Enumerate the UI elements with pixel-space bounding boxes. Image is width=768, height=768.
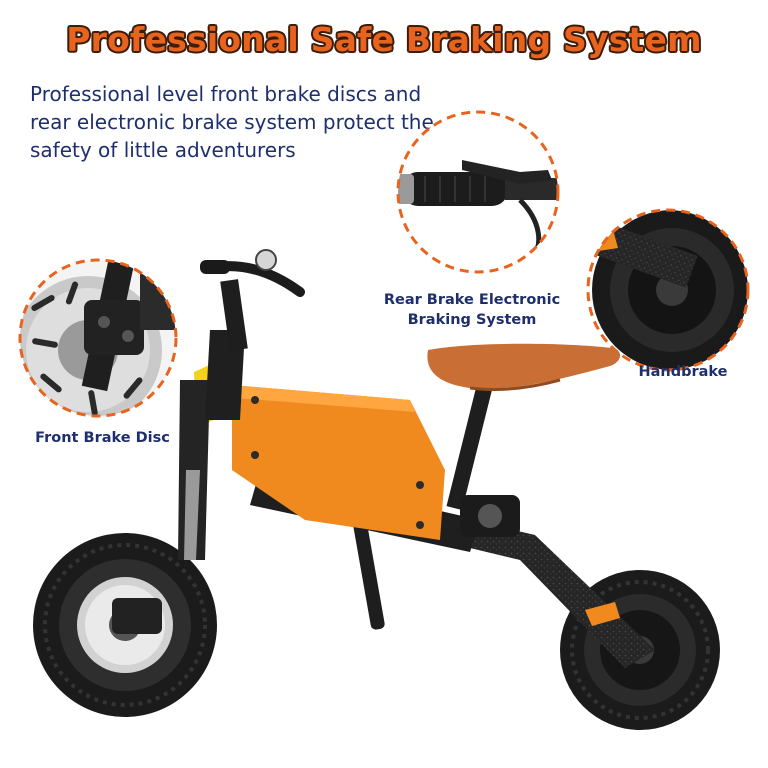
front-wheel [33, 533, 217, 717]
callout-handbrake: Handbrake [638, 364, 728, 380]
balance-bike [33, 249, 720, 730]
front-brake-disc-detail [18, 258, 178, 418]
rear-hub-motor-detail [586, 208, 750, 372]
intro-text: Professional level front brake discs and… [30, 82, 434, 162]
handlebar-grip-detail [396, 110, 560, 274]
callout-front-brake-disc: Front Brake Disc [35, 430, 170, 446]
headline: Professional Safe Braking System [66, 20, 702, 59]
callout-rear-brake: Rear Brake Electronic Braking System [383, 292, 561, 328]
